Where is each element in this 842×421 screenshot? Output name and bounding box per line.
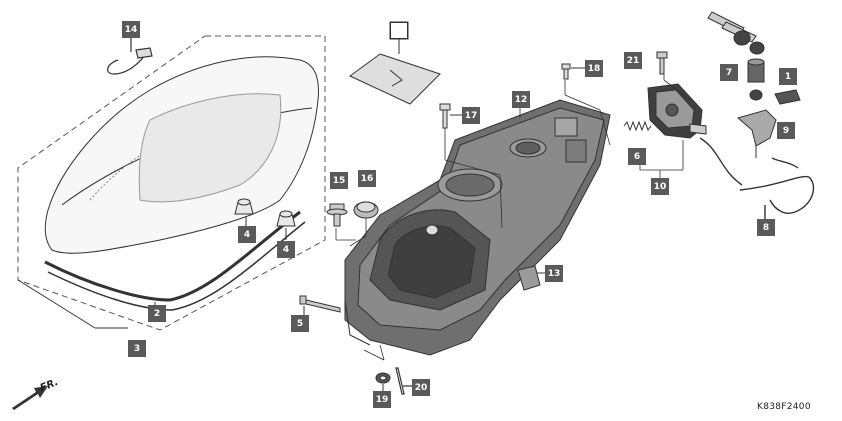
cable-8 <box>699 137 815 220</box>
seat-lock <box>647 51 707 139</box>
label-12: 12 <box>512 91 530 108</box>
bolt-15 <box>326 203 348 227</box>
label-19: 19 <box>373 391 391 408</box>
label-1: 1 <box>779 68 797 85</box>
bolt-5 <box>299 295 341 316</box>
label-18: 18 <box>585 60 603 77</box>
key-set <box>707 11 801 105</box>
label-13: 13 <box>545 265 563 282</box>
label-20: 20 <box>412 379 430 396</box>
label-16: 16 <box>358 170 376 187</box>
label-5: 5 <box>291 315 309 332</box>
label-blank <box>390 22 408 39</box>
clip-13 <box>517 265 546 291</box>
label-4a: 4 <box>238 226 256 243</box>
label-3: 3 <box>128 340 146 357</box>
bolt-17 <box>439 103 462 129</box>
rubber-dampers <box>234 198 296 240</box>
drawing-code: K838F2400 <box>757 402 811 412</box>
luggage-box <box>344 99 611 356</box>
spring-6 <box>623 120 652 132</box>
hook-part <box>107 38 153 75</box>
label-14: 14 <box>122 21 140 38</box>
label-8: 8 <box>757 219 775 236</box>
label-10: 10 <box>651 178 669 195</box>
label-2: 2 <box>148 305 166 322</box>
washer-19 <box>375 372 391 392</box>
label-6: 6 <box>628 148 646 165</box>
bracket-9 <box>736 109 777 158</box>
label-17: 17 <box>462 107 480 124</box>
pin-20 <box>395 367 412 395</box>
label-15: 15 <box>330 172 348 189</box>
leader-lines <box>335 80 611 361</box>
cap-16 <box>353 201 379 219</box>
label-4b: 4 <box>277 241 295 258</box>
front-arrow <box>12 386 48 410</box>
seat-base-rim <box>44 210 301 302</box>
label-9: 9 <box>777 122 795 139</box>
seat-group <box>17 35 326 331</box>
screw-18 <box>561 63 586 80</box>
label-7: 7 <box>720 64 738 81</box>
label-21: 21 <box>624 52 642 69</box>
